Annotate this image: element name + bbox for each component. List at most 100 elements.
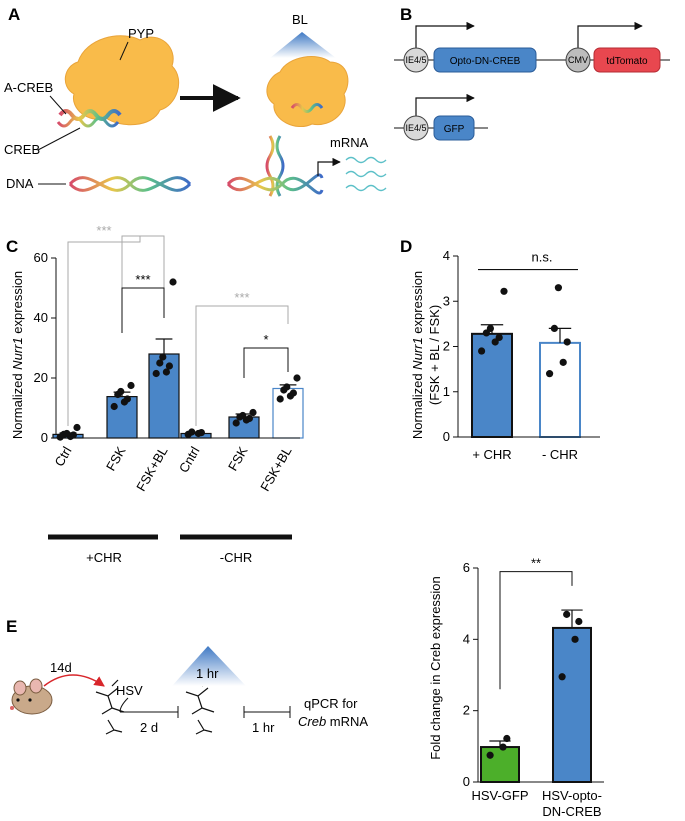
creb-label: CREB [4,142,40,157]
e-qpcr-label: qPCR for [304,696,358,711]
mouse-icon [10,678,53,715]
x-tick-label: FSK [103,444,129,474]
data-point [575,617,583,626]
sig-label: *** [135,272,150,287]
data-point [499,743,507,751]
y-tick-label: 1 [443,384,450,399]
y-tick-label: 2 [463,703,470,718]
panel-c-label: C [6,237,18,256]
data-point [289,389,297,397]
bar [148,353,180,439]
chart-d-ylabel-line2: (FSK + BL / FSK) [427,305,442,405]
sig-bracket [121,287,165,333]
data-point [283,383,291,391]
tdtomato-box [593,47,661,73]
data-point [571,635,579,643]
data-point [486,324,494,332]
promoter-cmv-circle [565,47,591,73]
gfp-box [433,115,475,141]
data-point [197,429,205,437]
mrna-wave-2 [345,170,387,178]
mrna-wave-3 [345,184,387,192]
x-tick-label: HSV-opto- [542,788,602,803]
sig-bracket [121,235,165,300]
promoter-ie45-label-2: IE4/5 [405,123,426,133]
y-tick-label: 4 [463,631,470,646]
data-point [478,347,486,355]
x-tick-label: Ctrl [51,444,74,469]
acreb-helix [58,109,122,121]
data-point [239,411,247,420]
14d-arrow [43,674,105,687]
e-1hr-label: 1 hr [252,720,275,735]
e-2d-label: 2 d [140,720,158,735]
panel-c: C Normalized Nurr1 expression 0204060Ctr… [6,223,304,565]
promoter-ie45-label: IE4/5 [405,55,426,65]
neuron-cluster-2 [185,679,215,735]
data-point [117,387,125,396]
x-tick-label: - CHR [542,447,578,462]
x-tick-label: + CHR [472,447,511,462]
bar [471,332,513,438]
e-14d-label: 14d [50,660,72,675]
y-tick-label: 40 [34,310,48,325]
y-tick-label: 2 [443,339,450,354]
e-blue-light-triangle [172,646,246,686]
panel-d: D Normalized Nurr1 expression (FSK + BL … [400,237,600,462]
data-point [503,734,511,743]
data-point [127,381,135,390]
panel-b: B IE4/5 Opto-DN-CREB CMV tdTomato IE4/5 … [394,5,670,141]
x-tick-label: FSK [225,444,251,474]
data-point [245,414,253,423]
data-point [159,353,167,361]
sig-bracket [195,305,289,426]
data-point [550,324,559,332]
mrna-wave-1 [345,156,387,164]
data-point [69,431,77,439]
tdtomato-label: tdTomato [606,56,648,67]
sig-label: *** [96,223,111,238]
y-tick-label: 60 [34,250,48,265]
panel-d-label: D [400,237,412,256]
opto-dn-creb-box [433,47,537,73]
data-point [563,610,571,618]
panel-b-label: B [400,5,412,24]
data-point [156,359,164,367]
pyp-label: PYP [128,26,154,41]
data-point [73,423,81,432]
promoter-cmv-label: CMV [568,55,588,65]
data-point [276,395,284,403]
panel-a: A PYP A-CREB CREB DNA BL mRNA [4,5,387,197]
data-point [558,673,566,681]
dna-label: DNA [6,176,34,191]
e-qpcr-gene-label: Creb mRNA [298,714,368,729]
dna-strand-right-2 [226,173,324,192]
x-tick-label: FSK+BL [257,444,294,494]
mrna-label: mRNA [330,135,369,150]
y-tick-label: 3 [443,293,450,308]
sig-label: n.s. [532,250,553,265]
sig-label: ** [531,556,541,571]
creb-dimer-right [265,135,285,197]
sig-bracket [67,236,141,426]
sig-label: *** [234,290,249,305]
bar [539,341,581,439]
data-point [169,278,177,286]
sig-bracket [499,571,573,690]
data-point [293,374,301,382]
bar [480,746,520,784]
data-point [546,370,554,378]
dna-strand-2 [68,176,192,192]
data-point [152,369,160,378]
group-label-minus-chr: -CHR [220,550,253,565]
data-point [500,287,508,295]
bar [552,626,592,783]
data-point [249,408,257,417]
data-point [188,428,196,436]
x-tick-label: DN-CREB [542,804,601,819]
neuron-cluster-1 [95,679,125,735]
promoter-ie45-circle-2 [403,115,429,141]
